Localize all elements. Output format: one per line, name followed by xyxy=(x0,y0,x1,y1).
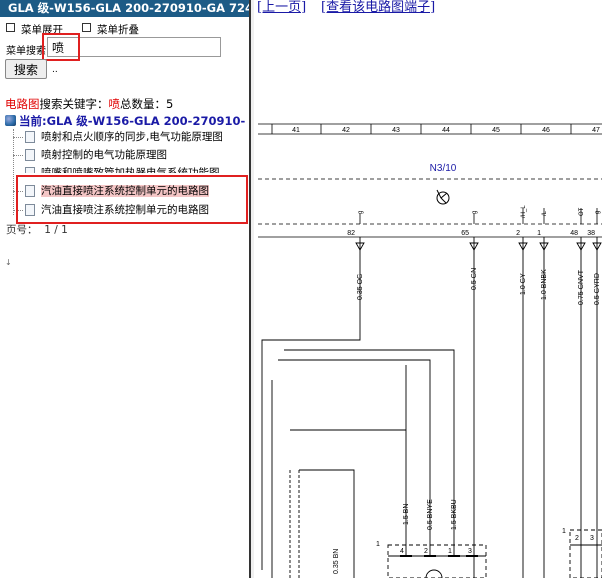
expand-square-icon xyxy=(6,23,15,32)
menu-collapse-label: 菜单折叠 xyxy=(97,24,139,36)
left-pane: GLA 级-W156-GLA 200-270910-GA 724001 菜单展开… xyxy=(0,0,249,578)
menu-collapse-button[interactable]: 菜单折叠 xyxy=(82,22,139,37)
wire-label: 0.75 GNVT xyxy=(578,269,585,305)
tree-item-2[interactable]: 喷射控制的电气功能原理图 xyxy=(13,147,167,163)
keyword-prefix: 电路图 xyxy=(5,97,40,111)
tree-branch xyxy=(13,154,23,156)
current-node[interactable]: 当前:GLA 级-W156-GLA 200-270910- xyxy=(5,113,245,129)
document-icon xyxy=(25,149,35,161)
tree-branch xyxy=(13,172,23,173)
pin-label: ɡ xyxy=(358,211,364,214)
tree-item-label: 喷嘴和喷嘴致管加热器电气系统功能图 xyxy=(41,167,220,179)
search-input[interactable] xyxy=(47,37,221,57)
search-dots: .. xyxy=(52,65,58,75)
tree-item-4-selected[interactable]: 汽油直接喷注系统控制单元的电路图 xyxy=(13,183,209,199)
pin-label: /L xyxy=(542,210,548,216)
bottom-connector xyxy=(387,544,487,578)
transistor-symbol xyxy=(436,189,450,205)
pin-number: 1 xyxy=(537,230,541,237)
component-box xyxy=(258,178,602,238)
grid-ruler xyxy=(258,123,602,135)
grid-number: 47 xyxy=(592,127,600,134)
prev-page-link[interactable]: [上一页] xyxy=(257,0,307,15)
collapse-square-icon xyxy=(82,23,91,32)
pin-number: 2 xyxy=(516,230,520,237)
tree-title-bar: GLA 级-W156-GLA 200-270910-GA 724001 xyxy=(0,0,249,17)
right-connector xyxy=(569,529,602,578)
pane-splitter[interactable] xyxy=(249,0,254,578)
pin-number: 65 xyxy=(461,230,469,237)
keyword-summary: 电路图搜索关键字：喷总数量：5 xyxy=(5,96,173,112)
page-label: 页号： xyxy=(6,224,38,236)
connector-pin: 4 xyxy=(400,548,404,555)
grid-number: 41 xyxy=(292,127,300,134)
wire-label: 0.35 OG xyxy=(357,274,364,300)
search-annotation-box xyxy=(42,33,80,61)
wire-label: 0.35 BN xyxy=(333,549,340,574)
tree-item-label: 喷射和点火顺序的同步,电气功能原理图 xyxy=(41,131,223,143)
diagram-pane: [上一页] [查看该电路图端子] 41 42 43 44 45 46 47 xyxy=(254,0,602,578)
tree-item-label: 汽油直接喷注系统控制单元的电路图 xyxy=(41,204,209,216)
pin-number: 48 xyxy=(570,230,578,237)
tree-item-label: 汽油直接喷注系统控制单元的电路图 xyxy=(41,185,209,197)
search-label: 菜单搜索 xyxy=(6,46,46,57)
tree-branch xyxy=(13,209,23,211)
connector-pin: 3 xyxy=(590,535,594,542)
pin-label: ɡ xyxy=(595,211,601,214)
connector-pin: 1 xyxy=(448,548,452,555)
keyword-mid: 搜索关键字： xyxy=(39,97,109,111)
wire-label: 1.0 GY xyxy=(520,273,527,295)
results-annotation-box xyxy=(16,175,248,224)
pin-number: 82 xyxy=(347,230,355,237)
tree-item-1[interactable]: 喷射和点火顺序的同步,电气功能原理图 xyxy=(13,129,223,145)
connector-triangles xyxy=(355,242,602,251)
count-label: 总数量： xyxy=(120,97,166,111)
document-icon xyxy=(25,204,35,216)
wires xyxy=(261,237,598,578)
grid-number: 46 xyxy=(542,127,550,134)
small-mark: ↓ xyxy=(5,258,12,267)
pin-label: /H_L xyxy=(521,205,527,218)
page-value: 1 / 1 xyxy=(44,224,68,236)
grid-number: 44 xyxy=(442,127,450,134)
wire-label: 1.5 BKBU xyxy=(451,499,458,530)
tree-branch xyxy=(13,136,23,138)
component-label: N3/10 xyxy=(430,163,457,174)
connector-pin: 2 xyxy=(424,548,428,555)
circuit-diagram[interactable]: 41 42 43 44 45 46 47 N3/10 xyxy=(254,0,602,578)
tree-item-3[interactable]: 喷嘴和喷嘴致管加热器电气系统功能图 xyxy=(13,165,220,179)
wire-label: 0.5 BNYE xyxy=(427,499,434,530)
keyword-value: 喷 xyxy=(108,97,121,111)
connector-pin: 2 xyxy=(575,535,579,542)
tree-branch xyxy=(13,190,23,192)
connector-label: 1 xyxy=(376,541,380,548)
document-icon xyxy=(25,185,35,197)
grid-number: 45 xyxy=(492,127,500,134)
pin-label: OT xyxy=(579,207,585,216)
wire-label: 0.5 GYRD xyxy=(594,273,601,305)
pin-label: ɡ xyxy=(472,211,478,214)
grid-number: 42 xyxy=(342,127,350,134)
view-terminals-link[interactable]: [查看该电路图端子] xyxy=(321,0,436,15)
wire-label: 1.5 BN xyxy=(403,504,410,525)
tree-connector xyxy=(13,129,14,215)
wire-label: 0.5 GN xyxy=(471,268,478,290)
pin-number: 38 xyxy=(587,230,595,237)
count-value: 5 xyxy=(166,97,174,111)
grid-number: 43 xyxy=(392,127,400,134)
connector-label: 1 xyxy=(562,528,566,535)
tree-item-5[interactable]: 汽油直接喷注系统控制单元的电路图 xyxy=(13,202,209,218)
globe-icon xyxy=(5,115,16,126)
tree-item-label: 喷射控制的电气功能原理图 xyxy=(41,149,167,161)
page-indicator: 页号： 1 / 1 xyxy=(6,222,68,237)
current-node-label: 当前:GLA 级-W156-GLA 200-270910- xyxy=(19,114,246,128)
connector-pin: 3 xyxy=(468,548,472,555)
search-button[interactable]: 搜索 xyxy=(5,59,47,79)
wire-label: 1.0 BNBK xyxy=(541,269,548,300)
document-icon xyxy=(25,167,35,173)
document-icon xyxy=(25,131,35,143)
